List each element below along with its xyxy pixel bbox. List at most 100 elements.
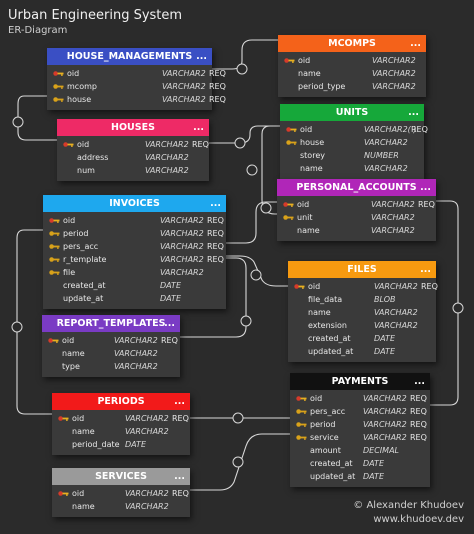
table-menu-icon[interactable]: ... [414,376,425,387]
field-type: VARCHAR2 [374,308,418,317]
field-type: VARCHAR2 [374,282,418,291]
table-menu-icon[interactable]: ... [420,264,431,275]
footer-site: www.khudoev.dev [373,514,464,525]
table-header[interactable]: MCOMPS ... [278,35,426,52]
primary-key-icon [58,416,69,421]
field-name: oid [67,69,80,78]
table-header[interactable]: HOUSES ... [57,119,209,136]
link-marker [12,116,24,128]
table-menu-icon[interactable]: ... [408,107,419,118]
table-header[interactable]: INVOICES ... [43,195,226,212]
link-marker [240,315,252,327]
field-required-flag: REQ [410,394,427,403]
field-type: VARCHAR2 [371,213,415,222]
field-required-flag: REQ [172,414,189,423]
field-name: r_template [63,255,107,264]
table-name: PERSONAL_ACCOUNTS [296,182,417,193]
field-type: VARCHAR2 [363,433,407,442]
table-name: HOUSE_MANAGEMENTS [66,51,193,62]
link-marker [260,202,272,214]
table-header[interactable]: SERVICES ... [52,468,190,485]
table-menu-icon[interactable]: ... [410,38,421,49]
field-name: storey [300,151,325,160]
table-menu-icon[interactable]: ... [174,396,185,407]
table-menu-icon[interactable]: ... [210,198,221,209]
field-required-flag: REQ [410,433,427,442]
table-header[interactable]: FILES ... [288,261,436,278]
link-marker [11,321,23,333]
table-menu-icon[interactable]: ... [174,471,185,482]
table-menu-icon[interactable]: ... [193,122,204,133]
table-header[interactable]: HOUSE_MANAGEMENTS ... [47,48,212,65]
field-required-flag: REQ [209,82,226,91]
table-header[interactable]: PERIODS ... [52,393,190,410]
table-header[interactable]: UNITS ... [280,104,424,121]
field-required-flag: REQ [209,95,226,104]
table-menu-icon[interactable]: ... [420,182,431,193]
table-header[interactable]: REPORT_TEMPLATES ... [42,315,180,332]
field-type: VARCHAR2 [374,321,418,330]
table-header[interactable]: PERSONAL_ACCOUNTS ... [277,179,436,196]
table-header[interactable]: PAYMENTS ... [290,373,430,390]
field-required-flag: REQ [207,255,224,264]
table-menu-icon[interactable]: ... [164,318,175,329]
table-menu-icon[interactable]: ... [196,51,207,62]
